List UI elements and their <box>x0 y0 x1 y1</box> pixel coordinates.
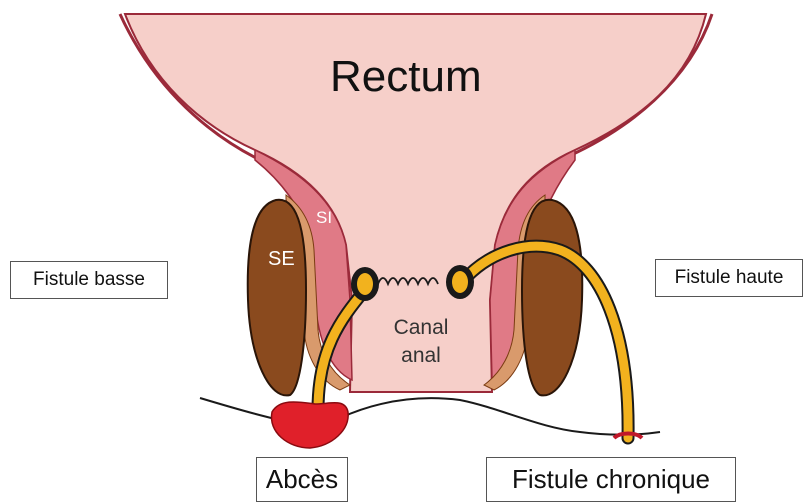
external-sphincter-right <box>522 200 582 396</box>
external-sphincter-left <box>248 200 306 396</box>
rectum-label: Rectum <box>330 52 482 102</box>
fistule-chronique-label: Fistule chronique <box>486 457 736 502</box>
skin-line <box>200 398 660 435</box>
anal-canal-label-line1: Canal <box>386 314 456 342</box>
abces-label: Abcès <box>256 457 348 502</box>
anal-canal-label-line2: anal <box>386 342 456 370</box>
anal-canal-label: Canal anal <box>386 314 456 370</box>
fistule-haute-label: Fistule haute <box>655 259 803 297</box>
fistule-basse-label: Fistule basse <box>10 261 168 299</box>
abscess <box>271 402 348 448</box>
external-sphincter-label: SE <box>268 248 295 271</box>
internal-sphincter-label: SI <box>316 208 332 228</box>
